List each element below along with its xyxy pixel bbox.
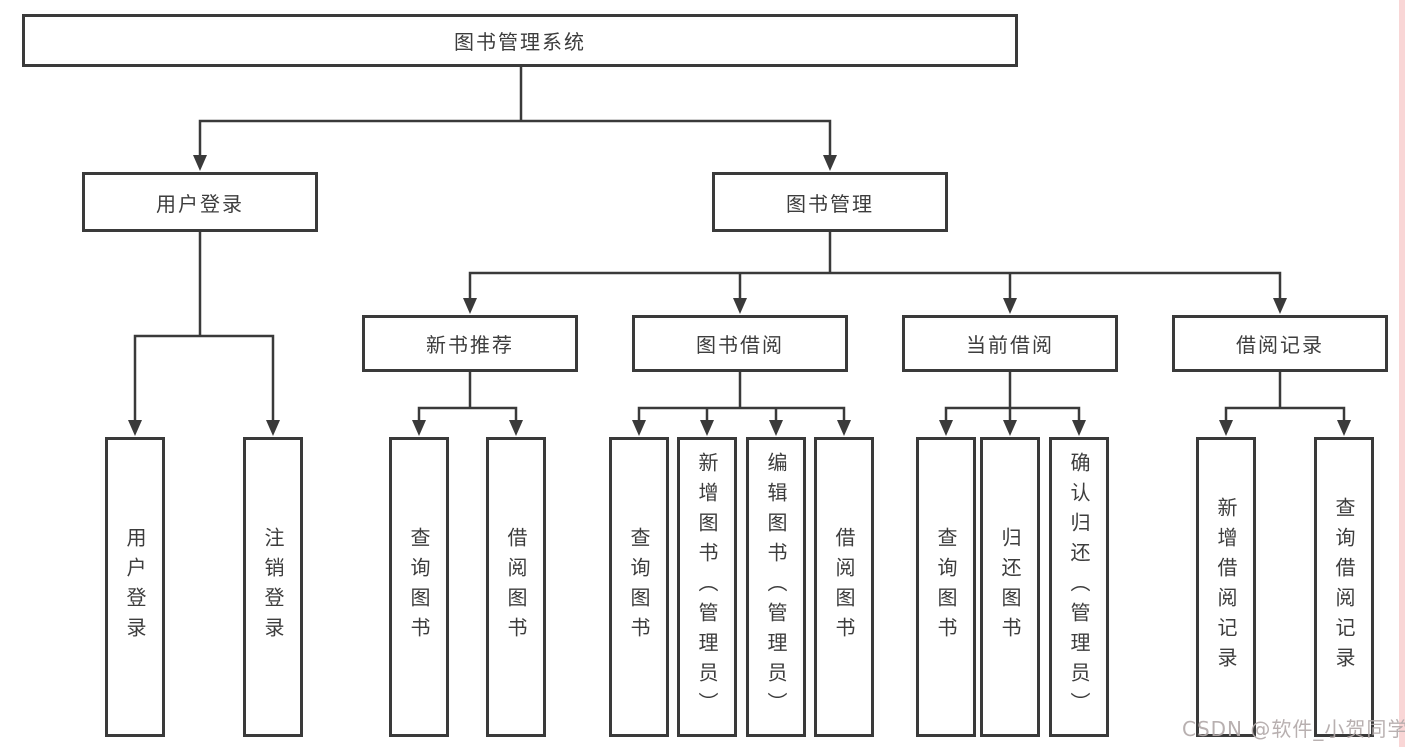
node-label: 查询图书	[407, 527, 431, 647]
node-book-management: 图书管理	[712, 172, 948, 232]
leaf-borrow-books: 借阅图书	[814, 437, 874, 737]
node-label: 图书管理系统	[454, 30, 586, 54]
node-label: 确认归还（管理员）	[1067, 452, 1091, 722]
node-label: 新增图书（管理员）	[695, 452, 719, 722]
csdn-watermark: CSDN @软件_小贺同学	[1182, 717, 1405, 741]
node-user-login: 用户登录	[82, 172, 318, 232]
node-label: 用户登录	[123, 527, 147, 647]
node-book-borrowing: 图书借阅	[632, 315, 848, 372]
node-label: 借阅图书	[504, 527, 528, 647]
node-borrowing-records: 借阅记录	[1172, 315, 1388, 372]
node-label: 当前借阅	[966, 333, 1054, 357]
leaf-logout: 注销登录	[243, 437, 303, 737]
leaf-user-login: 用户登录	[105, 437, 165, 737]
right-edge-strip	[1399, 0, 1405, 747]
leaf-query-books-recommend: 查询图书	[389, 437, 449, 737]
leaf-edit-books-admin: 编辑图书（管理员）	[746, 437, 806, 737]
leaf-add-books-admin: 新增图书（管理员）	[677, 437, 737, 737]
node-label: 借阅记录	[1236, 333, 1324, 357]
leaf-query-books-current: 查询图书	[916, 437, 976, 737]
node-label: 新书推荐	[426, 333, 514, 357]
leaf-borrow-books-recommend: 借阅图书	[486, 437, 546, 737]
node-label: 编辑图书（管理员）	[764, 452, 788, 722]
node-root-book-management-system: 图书管理系统	[22, 14, 1018, 67]
leaf-confirm-return-admin: 确认归还（管理员）	[1049, 437, 1109, 737]
leaf-query-borrow-record: 查询借阅记录	[1314, 437, 1374, 737]
node-label: 查询借阅记录	[1332, 497, 1356, 677]
node-current-borrowing: 当前借阅	[902, 315, 1118, 372]
leaf-return-books: 归还图书	[980, 437, 1040, 737]
node-label: 查询图书	[934, 527, 958, 647]
node-label: 注销登录	[261, 527, 285, 647]
leaf-add-borrow-record: 新增借阅记录	[1196, 437, 1256, 737]
node-label: 用户登录	[156, 191, 244, 216]
node-label: 借阅图书	[832, 527, 856, 647]
node-label: 归还图书	[998, 527, 1022, 647]
node-label: 图书管理	[786, 191, 874, 216]
leaf-query-books-borrowing: 查询图书	[609, 437, 669, 737]
node-label: 查询图书	[627, 527, 651, 647]
node-label: 图书借阅	[696, 333, 784, 357]
node-label: 新增借阅记录	[1214, 497, 1238, 677]
node-new-book-recommend: 新书推荐	[362, 315, 578, 372]
